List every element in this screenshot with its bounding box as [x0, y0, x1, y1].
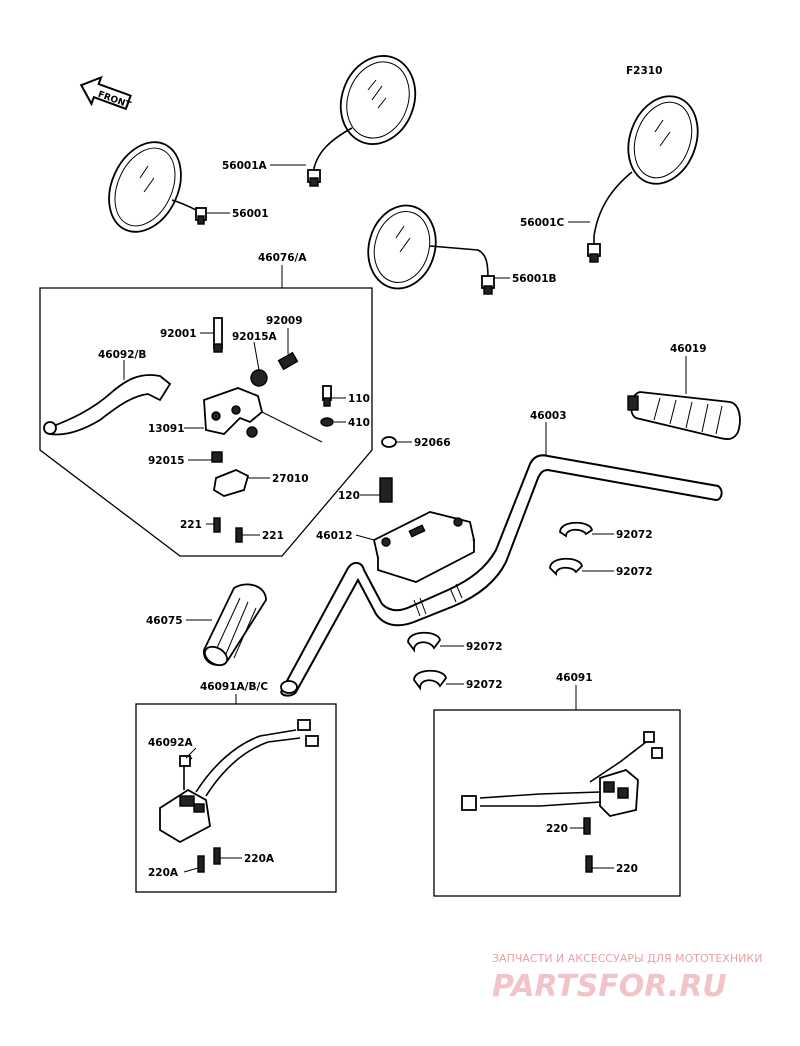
screw-220A-b	[213, 847, 221, 865]
label-56001C: 56001C	[520, 217, 565, 229]
right-switch-frame	[433, 709, 681, 897]
label-92001: 92001	[160, 328, 197, 340]
screw-92009	[277, 351, 299, 371]
screw-220A-a	[197, 855, 205, 873]
label-46091: 46091	[556, 672, 593, 684]
label-92072-c: 92072	[466, 641, 503, 653]
screw-221-b	[235, 527, 243, 543]
switch-27010	[213, 469, 250, 497]
label-120: 120	[338, 490, 360, 502]
label-92009: 92009	[266, 315, 303, 327]
mirror-56001A	[307, 55, 417, 187]
watermark-tagline: ЗАПЧАСТИ И АКСЕССУАРЫ ДЛЯ МОТОТЕХНИКИ	[492, 952, 762, 965]
nut-92015	[211, 451, 223, 463]
label-46019: 46019	[670, 343, 707, 355]
watermark-logo: PARTSFOR.RU	[492, 969, 727, 1004]
label-56001: 56001	[232, 208, 269, 220]
left-switch-housing	[159, 719, 319, 844]
front-arrow-icon: FRONT	[79, 75, 133, 111]
label-220A-b: 220A	[244, 853, 275, 865]
lever-46092B	[46, 374, 172, 436]
nut-92015A	[250, 369, 268, 387]
label-46092A: 46092A	[148, 737, 194, 749]
handlebar-46003	[280, 454, 723, 697]
screw-220-a	[583, 817, 591, 835]
label-410: 410	[348, 417, 370, 429]
label-46091ABC: 46091A/B/C	[200, 681, 268, 693]
label-92066: 92066	[414, 437, 451, 449]
label-46003: 46003	[530, 410, 567, 422]
label-13091: 13091	[148, 423, 185, 435]
label-46012: 46012	[316, 530, 353, 542]
label-221-a: 221	[180, 519, 202, 531]
label-92072-a: 92072	[616, 529, 653, 541]
screw-220-b	[585, 855, 593, 873]
screw-221-a	[213, 517, 221, 533]
right-switch-housing	[461, 731, 663, 817]
label-92015: 92015	[148, 455, 185, 467]
clip-92072-c	[407, 631, 441, 653]
label-220-b: 220	[616, 863, 638, 875]
left-switch-frame	[135, 703, 337, 893]
clip-92072-a	[559, 521, 594, 538]
label-56001B: 56001B	[512, 273, 557, 285]
clamp-46012	[372, 511, 476, 583]
label-92072-d: 92072	[466, 679, 503, 691]
mirror-56001C	[587, 95, 699, 263]
mirror-56001B	[367, 204, 495, 295]
cap-92066	[381, 436, 397, 448]
label-110: 110	[348, 393, 370, 405]
label-221-b: 221	[262, 530, 284, 542]
label-46075: 46075	[146, 615, 183, 627]
label-27010: 27010	[272, 473, 309, 485]
clip-92072-d	[413, 669, 447, 691]
bolt-120	[379, 477, 393, 503]
label-220A-a: 220A	[148, 867, 179, 879]
grip-46019	[627, 391, 741, 440]
mirror-56001	[108, 141, 207, 233]
label-92072-b: 92072	[616, 566, 653, 578]
label-46076A: 46076/A	[258, 252, 307, 264]
label-220-a: 220	[546, 823, 568, 835]
washer-410	[320, 417, 334, 427]
clip-92072-b	[549, 557, 583, 577]
figure-code: F2310	[626, 65, 662, 77]
grip-46075	[203, 583, 267, 667]
label-56001A: 56001A	[222, 160, 268, 172]
label-46092B: 46092/B	[98, 349, 146, 361]
lever-assembly-frame	[39, 287, 373, 557]
label-92015A: 92015A	[232, 331, 278, 343]
